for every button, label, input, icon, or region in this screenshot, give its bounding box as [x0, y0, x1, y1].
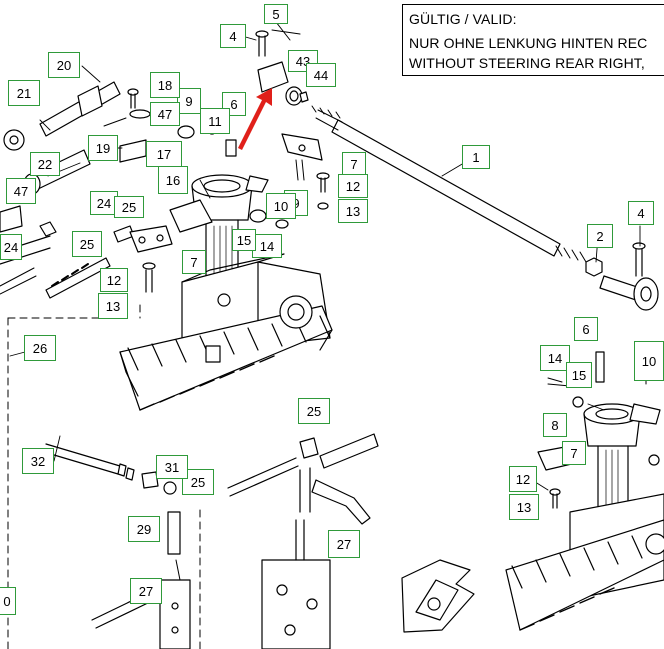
callout-12-center[interactable]: 12: [100, 268, 128, 292]
callout-47-left[interactable]: 47: [6, 178, 36, 204]
callout-5[interactable]: 5: [264, 4, 288, 24]
callout-25[interactable]: 25: [114, 196, 144, 218]
track-unit-center: [119, 253, 333, 411]
callout-7-right[interactable]: 7: [562, 441, 586, 465]
callout-4[interactable]: 4: [220, 24, 246, 48]
callout-20[interactable]: 20: [48, 52, 80, 78]
left-hydraulic-parts: [0, 81, 156, 299]
callout-22[interactable]: 22: [30, 152, 60, 176]
hydraulic-hoses-bottom: [43, 433, 379, 649]
callout-1[interactable]: 1: [462, 145, 490, 169]
callout-10-right[interactable]: 10: [634, 341, 664, 381]
axle-shaft-1: [311, 105, 587, 263]
validity-note: GÜLTIG / VALID: NUR OHNE LENKUNG HINTEN …: [402, 4, 664, 76]
callout-15-right[interactable]: 15: [566, 362, 592, 388]
callout-19[interactable]: 19: [88, 135, 118, 161]
column-assembly-right: [537, 351, 661, 521]
callout-7[interactable]: 7: [342, 152, 366, 176]
callout-29[interactable]: 29: [128, 516, 160, 542]
top-pin-clevis: [255, 21, 309, 106]
callout-27[interactable]: 27: [328, 530, 360, 558]
rod-end-right: [599, 242, 659, 311]
callout-8[interactable]: 8: [543, 413, 567, 437]
callout-12-right[interactable]: 12: [509, 466, 537, 492]
hand-arrow-emblem: [401, 559, 475, 633]
right-small-parts: [547, 371, 660, 509]
callout-14-right[interactable]: 14: [540, 345, 570, 371]
callout-14[interactable]: 14: [252, 234, 282, 258]
callout-10[interactable]: 10: [266, 193, 296, 219]
callout-13-center[interactable]: 13: [98, 293, 128, 319]
callout-17[interactable]: 17: [146, 141, 182, 167]
callout-16[interactable]: 16: [158, 166, 188, 194]
track-unit-right: [505, 493, 664, 631]
validity-note-line-de: NUR OHNE LENKUNG HINTEN REC: [409, 35, 648, 51]
callout-25-left[interactable]: 25: [72, 231, 102, 257]
callout-15[interactable]: 15: [232, 229, 256, 251]
callout-21[interactable]: 21: [8, 80, 40, 106]
callout-11[interactable]: 11: [200, 108, 230, 134]
callout-25-hose-center[interactable]: 25: [298, 398, 330, 424]
callout-0-edge[interactable]: 0: [0, 587, 16, 615]
callout-13[interactable]: 13: [338, 199, 368, 223]
callout-44[interactable]: 44: [306, 63, 336, 87]
callout-4-right[interactable]: 4: [628, 201, 654, 225]
validity-note-title: GÜLTIG / VALID:: [409, 11, 517, 27]
callout-6-right[interactable]: 6: [574, 317, 598, 341]
validity-note-line-en: WITHOUT STEERING REAR RIGHT,: [409, 55, 645, 71]
callout-31[interactable]: 31: [156, 455, 188, 479]
callout-27-left[interactable]: 27: [130, 578, 162, 604]
callout-18[interactable]: 18: [150, 72, 180, 98]
callout-26[interactable]: 26: [24, 335, 56, 361]
callout-2[interactable]: 2: [587, 224, 613, 248]
callout-24-left[interactable]: 24: [0, 234, 22, 260]
callout-12[interactable]: 12: [338, 174, 368, 198]
callout-13-right[interactable]: 13: [509, 494, 539, 520]
nut-2: [585, 257, 603, 277]
callout-47[interactable]: 47: [150, 102, 180, 126]
callout-32[interactable]: 32: [22, 448, 54, 474]
callout-9[interactable]: 9: [177, 88, 201, 114]
callout-7-center[interactable]: 7: [182, 250, 206, 274]
